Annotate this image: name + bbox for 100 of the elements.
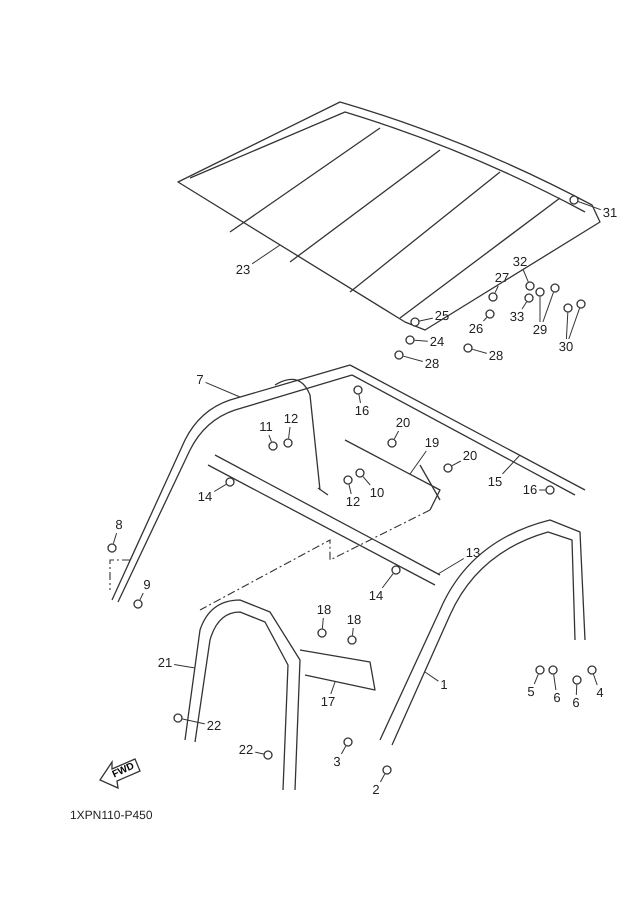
bolt-icon	[550, 283, 560, 293]
bolt-icon	[343, 737, 353, 747]
bolt-icon	[587, 665, 597, 675]
leader-line	[358, 394, 361, 404]
leader-line	[576, 684, 578, 696]
bolt-icon	[173, 713, 183, 723]
bolt-icon	[283, 438, 293, 448]
callout-number: 21	[156, 656, 174, 670]
callout-number: 28	[488, 349, 504, 363]
callout-number: 15	[486, 475, 504, 489]
callout-number: 10	[368, 486, 386, 500]
leader-line	[414, 340, 428, 342]
leader-line	[553, 674, 556, 690]
callout-number: 14	[368, 589, 384, 603]
leader-line	[568, 308, 580, 340]
bolt-icon	[387, 438, 397, 448]
callout-number: 6	[552, 691, 562, 705]
callout-number: 31	[602, 206, 618, 220]
leader-line	[403, 356, 424, 362]
callout-number: 2	[371, 783, 381, 797]
leader-line	[472, 348, 488, 354]
callout-number: 6	[571, 696, 581, 710]
leader-line	[502, 454, 520, 474]
leader-line	[140, 592, 144, 600]
bolt-icon	[545, 485, 555, 495]
leader-line	[322, 618, 324, 629]
callout-number: 23	[234, 263, 252, 277]
bolt-icon	[268, 441, 278, 451]
leader-line	[410, 450, 427, 474]
leader-line	[593, 674, 598, 686]
callout-number: 16	[354, 404, 370, 418]
leader-line	[494, 286, 499, 294]
callout-number: 9	[142, 578, 152, 592]
bolt-icon	[569, 195, 579, 205]
leader-line	[566, 312, 568, 340]
callout-number: 17	[320, 695, 336, 709]
bolt-icon	[525, 281, 535, 291]
leader-line	[362, 476, 371, 486]
bolt-icon	[410, 317, 420, 327]
callout-number: 33	[508, 310, 526, 324]
bolt-icon	[563, 303, 573, 313]
callout-number: 18	[346, 613, 362, 627]
leader-line	[522, 270, 529, 282]
leader-line	[288, 426, 290, 439]
callout-number: 13	[464, 546, 482, 560]
callout-number: 27	[494, 271, 510, 285]
bolt-icon	[485, 309, 495, 319]
callout-number: 30	[558, 340, 574, 354]
leader-line	[394, 430, 400, 440]
leader-line	[352, 628, 354, 636]
bolt-icon	[343, 475, 353, 485]
leader-line	[214, 484, 226, 492]
callout-number: 12	[282, 412, 300, 426]
bolt-icon	[347, 635, 357, 645]
callout-number: 25	[434, 309, 450, 323]
bolt-icon	[382, 765, 392, 775]
leader-line	[330, 682, 336, 694]
callout-number: 19	[424, 436, 440, 450]
bolt-icon	[535, 287, 545, 297]
callout-number: 18	[316, 603, 332, 617]
bolt-icon	[133, 599, 143, 609]
leader-line	[438, 558, 464, 574]
leader-line	[578, 201, 602, 210]
callout-number: 12	[344, 495, 362, 509]
callout-number: 8	[114, 518, 124, 532]
callout-number: 20	[394, 416, 412, 430]
bolt-icon	[524, 293, 534, 303]
leader-line	[254, 752, 264, 754]
leader-line	[340, 746, 346, 754]
diagram-code: 1XPN110-P450	[70, 808, 152, 822]
leader-line	[205, 382, 240, 398]
bolt-icon	[572, 675, 582, 685]
bolt-icon	[225, 477, 235, 487]
direction-label: FWD	[110, 760, 136, 780]
callout-number: 22	[238, 743, 254, 757]
callout-number: 5	[526, 685, 536, 699]
callout-number: 11	[258, 420, 274, 434]
callout-number: 29	[532, 323, 548, 337]
callout-number: 22	[206, 719, 222, 733]
leader-line	[542, 292, 554, 322]
bolt-icon	[548, 665, 558, 675]
leader-line	[419, 318, 434, 322]
callout-number: 28	[424, 357, 440, 371]
callout-number: 32	[512, 255, 528, 269]
leader-line	[268, 434, 272, 442]
leader-line	[452, 460, 462, 466]
bolt-icon	[107, 543, 117, 553]
leader-line	[252, 244, 280, 264]
leader-line	[424, 672, 439, 682]
leader-line	[174, 664, 196, 668]
bolt-icon	[535, 665, 545, 675]
callout-number: 20	[462, 449, 478, 463]
leader-line	[182, 718, 206, 724]
callout-number: 4	[595, 686, 605, 700]
callout-number: 16	[522, 483, 538, 497]
leader-line	[522, 302, 527, 310]
bolt-icon	[353, 385, 363, 395]
leader-line	[483, 316, 488, 322]
leader-line	[348, 484, 352, 494]
callout-number: 7	[195, 373, 205, 387]
